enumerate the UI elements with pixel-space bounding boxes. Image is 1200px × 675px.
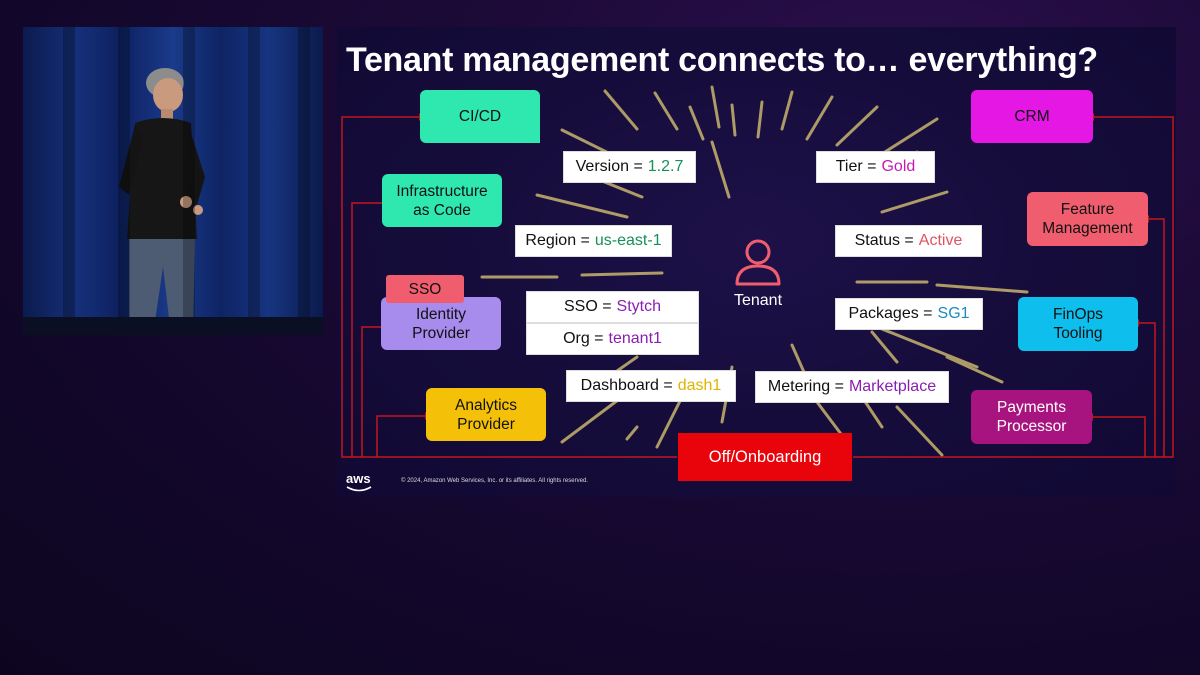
dashboard-value: dash1 [677,377,722,394]
version-key: Version = [575,158,643,175]
payments-processor-box: Payments Processor [971,390,1092,444]
status-value: Active [918,232,963,249]
offboarding-label: Off/Onboarding [708,447,822,466]
region-tag: Region = us-east-1 [515,225,672,257]
sso-tag: SSO = Stytch [526,291,699,323]
crm-box: CRM [971,90,1093,143]
tenant-label: Tenant [733,292,783,309]
identity-provider-label: Identity Provider [412,305,470,342]
sso-badge-label: SSO [408,280,442,298]
speaker-video [23,27,323,335]
metering-tag: Metering = Marketplace [755,371,949,403]
metering-key: Metering = [767,378,844,395]
cicd-box: CI/CD [420,90,540,143]
version-tag: Version = 1.2.7 [563,151,696,183]
version-value: 1.2.7 [647,158,684,175]
dashboard-tag: Dashboard = dash1 [566,370,736,402]
sso-key: SSO = [563,298,612,315]
packages-key: Packages = [848,305,933,322]
finops-tooling-label: FinOps Tooling [1053,306,1103,342]
presentation-slide: Tenant management connects to… everythin… [337,27,1176,497]
finops-tooling-box: FinOps Tooling [1018,297,1138,351]
aws-logo: aws [346,471,371,486]
packages-value: SG1 [937,305,970,322]
tenant-user-icon [735,239,781,286]
org-value: tenant1 [608,330,662,347]
iac-box: Infrastructure as Code [382,174,502,227]
metering-value: Marketplace [848,378,937,395]
region-key: Region = [525,232,590,249]
feature-management-box: Feature Management [1027,192,1148,246]
sso-value: Stytch [616,298,662,315]
packages-tag: Packages = SG1 [835,298,983,330]
feature-management-label: Feature Management [1042,201,1133,237]
cicd-label: CI/CD [458,108,502,125]
offboarding-box: Off/Onboarding [678,433,852,481]
org-tag: Org = tenant1 [526,323,699,355]
identity-provider-box: Identity Provider [381,297,501,350]
slide-title: Tenant management connects to… everythin… [346,41,1098,79]
payments-processor-label: Payments Processor [996,399,1067,435]
dashboard-key: Dashboard = [580,377,673,394]
analytics-provider-box: Analytics Provider [426,388,546,441]
analytics-provider-label: Analytics Provider [454,396,518,433]
crm-label: CRM [1014,108,1050,125]
copyright-text: © 2024, Amazon Web Services, Inc. or its… [401,478,588,484]
tier-key: Tier = [835,158,877,175]
region-value: us-east-1 [594,232,662,249]
tier-value: Gold [881,158,916,175]
tier-tag: Tier = Gold [816,151,935,183]
status-key: Status = [854,232,914,249]
sso-badge: SSO [386,275,464,303]
status-tag: Status = Active [835,225,982,257]
iac-label: Infrastructure as Code [396,182,488,219]
org-key: Org = [563,330,604,347]
speaker-figure [119,68,205,335]
aws-smile-icon [346,486,372,492]
